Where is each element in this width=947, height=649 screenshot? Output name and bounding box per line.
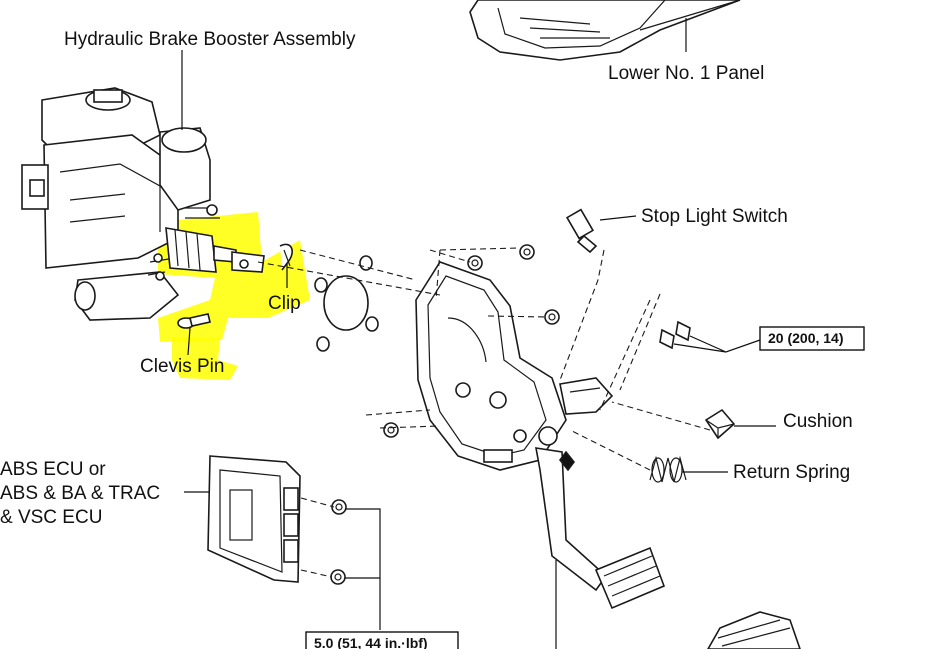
return-spring-part <box>649 455 687 483</box>
label-hydraulic-brake-booster: Hydraulic Brake Booster Assembly <box>64 29 356 50</box>
clip-part <box>279 243 293 271</box>
boot-part <box>707 611 801 649</box>
pedal-bracket <box>415 261 567 471</box>
brake-booster-assembly <box>21 87 265 321</box>
label-ecu-line3: & VSC ECU <box>0 507 102 528</box>
brake-pedal <box>535 377 666 610</box>
cushion-part <box>704 408 736 440</box>
torque-bracket-bolts: 20 (200, 14) <box>768 330 844 346</box>
label-clevis-pin: Clevis Pin <box>140 356 224 377</box>
label-ecu-line2: ABS & BA & TRAC <box>0 483 160 504</box>
torque-box-ecu: 5.0 (51, 44 in.·lbf) <box>305 631 459 649</box>
leader-lines <box>181 18 776 649</box>
label-stop-light-switch: Stop Light Switch <box>641 206 788 227</box>
torque-ecu-nuts: 5.0 (51, 44 in.·lbf) <box>314 635 428 649</box>
ecu-part <box>207 455 301 583</box>
clevis-pin-part <box>177 313 211 329</box>
stop-light-switch-part <box>565 208 598 254</box>
assembly-lines <box>257 247 711 578</box>
fasteners <box>330 244 691 585</box>
lower-panel <box>469 0 741 61</box>
label-lower-panel: Lower No. 1 Panel <box>608 63 764 84</box>
label-cushion: Cushion <box>783 411 853 432</box>
torque-box-bracket: 20 (200, 14) <box>759 326 865 351</box>
label-return-spring: Return Spring <box>733 462 850 483</box>
gasket-and-holes <box>314 255 379 352</box>
label-ecu-line1: ABS ECU or <box>0 459 106 480</box>
label-clip: Clip <box>268 293 301 314</box>
